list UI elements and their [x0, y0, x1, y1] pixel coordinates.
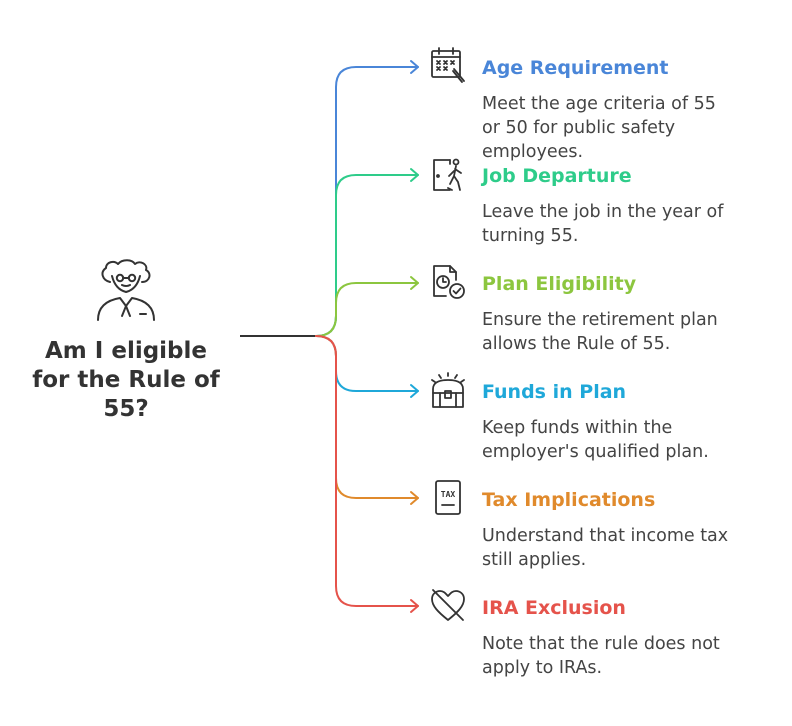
- svg-text:TAX: TAX: [441, 490, 456, 499]
- item-desc-ira-exclusion: Note that the rule does not apply to IRA…: [482, 632, 782, 680]
- central-question: Am I eligible for the Rule of 55?: [16, 337, 236, 424]
- elderly-person-icon: [97, 259, 155, 321]
- branch-5: [315, 335, 419, 499]
- item-title-age-requirement: Age Requirement: [482, 57, 669, 79]
- desc-line: still applies.: [482, 550, 587, 570]
- branch-arrowhead-3: [410, 276, 419, 290]
- branch-arrowhead-1: [410, 60, 419, 74]
- broken-heart-icon: [431, 589, 465, 621]
- desc-line: turning 55.: [482, 226, 579, 246]
- item-desc-plan-eligibility: Ensure the retirement plan allows the Ru…: [482, 308, 782, 356]
- central-question-line-1: Am I eligible: [45, 338, 207, 364]
- branch-arrowhead-2: [410, 168, 419, 182]
- branch-4: [315, 335, 419, 392]
- exit-door-icon: [433, 158, 462, 191]
- branch-2: [315, 174, 419, 337]
- desc-line: employees.: [482, 142, 584, 162]
- desc-line: employer's qualified plan.: [482, 442, 709, 462]
- item-desc-job-departure: Leave the job in the year of turning 55.: [482, 200, 782, 248]
- item-title-tax-implications: Tax Implications: [482, 489, 656, 511]
- calendar-icon: [431, 47, 465, 83]
- item-title-plan-eligibility: Plan Eligibility: [482, 273, 637, 295]
- branch-arrowhead-5: [410, 491, 419, 505]
- treasure-chest-icon: [431, 372, 465, 408]
- branch-arrowhead-4: [410, 384, 419, 398]
- branch-arrowhead-6: [410, 599, 419, 613]
- central-question-line-2: for the Rule of: [32, 367, 220, 393]
- desc-line: Leave the job in the year of: [482, 202, 724, 222]
- item-desc-tax-implications: Understand that income tax still applies…: [482, 524, 782, 572]
- desc-line: Understand that income tax: [482, 526, 729, 546]
- desc-line: Meet the age criteria of 55: [482, 94, 716, 114]
- central-question-line-3: 55?: [103, 396, 149, 422]
- branch-6: [315, 335, 419, 607]
- item-title-funds-in-plan: Funds in Plan: [482, 381, 627, 403]
- item-title-ira-exclusion: IRA Exclusion: [482, 597, 626, 619]
- branch-1: [315, 66, 419, 337]
- desc-line: Ensure the retirement plan: [482, 310, 718, 330]
- item-title-job-departure: Job Departure: [482, 165, 632, 187]
- item-desc-funds-in-plan: Keep funds within the employer's qualifi…: [482, 416, 782, 464]
- branch-3: [315, 282, 419, 337]
- desc-line: apply to IRAs.: [482, 658, 603, 678]
- document-check-icon: [433, 265, 465, 299]
- tax-document-icon: TAX: [435, 480, 461, 515]
- item-desc-age-requirement: Meet the age criteria of 55 or 50 for pu…: [482, 92, 782, 164]
- desc-line: Keep funds within the: [482, 418, 673, 438]
- desc-line: or 50 for public safety: [482, 118, 676, 138]
- desc-line: allows the Rule of 55.: [482, 334, 671, 354]
- desc-line: Note that the rule does not: [482, 634, 720, 654]
